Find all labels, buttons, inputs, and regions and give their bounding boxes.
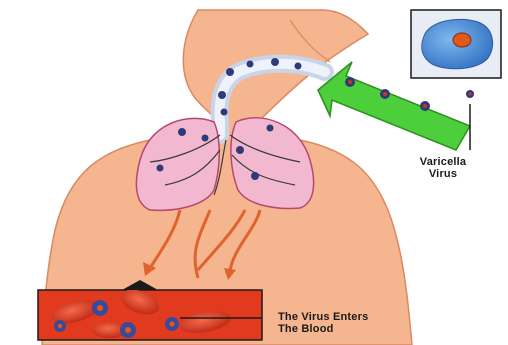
varicella-nucleus bbox=[453, 33, 471, 47]
blood-label-line-2: The Blood bbox=[278, 323, 368, 335]
virus-enters-blood-label: The Virus Enters The Blood bbox=[278, 311, 368, 335]
varicella-virus-label: Varicella Virus bbox=[413, 156, 473, 180]
varicella-label-line-1: Varicella bbox=[413, 156, 473, 168]
blood-label-line-1: The Virus Enters bbox=[278, 311, 368, 323]
right-lung bbox=[231, 118, 314, 209]
varicella-label-line-2: Virus bbox=[413, 168, 473, 180]
